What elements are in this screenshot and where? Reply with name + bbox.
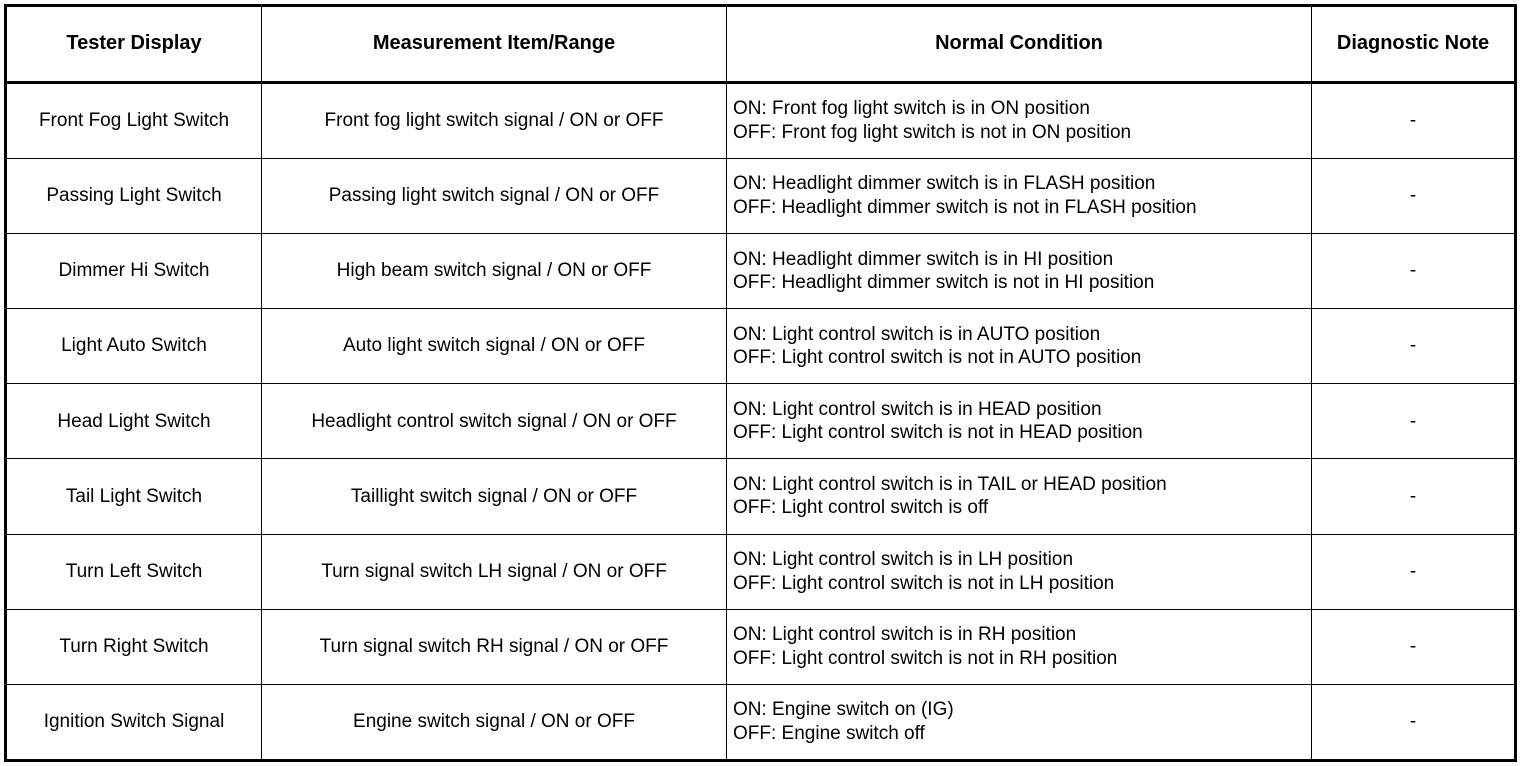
- cell-diagnostic-note: -: [1311, 533, 1516, 610]
- normal-condition-on-line: ON: Light control switch is in RH positi…: [733, 623, 1077, 645]
- table-header-row: Tester Display Measurement Item/Range No…: [5, 5, 1516, 84]
- table-row: Head Light Switch Headlight control swit…: [5, 383, 1516, 460]
- cell-normal-condition: ON: Light control switch is in LH positi…: [726, 533, 1312, 610]
- table-row: Turn Right Switch Turn signal switch RH …: [5, 608, 1516, 685]
- normal-condition-off-line: OFF: Light control switch is off: [733, 497, 989, 519]
- cell-diagnostic-note: -: [1311, 308, 1516, 385]
- normal-condition-off-line: OFF: Headlight dimmer switch is not in H…: [733, 272, 1155, 294]
- cell-measurement-item-range: Front fog light switch signal / ON or OF…: [261, 81, 727, 160]
- cell-normal-condition: ON: Engine switch on (IG) OFF: Engine sw…: [726, 683, 1312, 762]
- normal-condition-on-line: ON: Headlight dimmer switch is in FLASH …: [733, 173, 1156, 195]
- cell-normal-condition: ON: Light control switch is in TAIL or H…: [726, 458, 1312, 535]
- normal-condition-off-line: OFF: Light control switch is not in RH p…: [733, 647, 1118, 669]
- table-row: Dimmer Hi Switch High beam switch signal…: [5, 233, 1516, 310]
- cell-tester-display: Front Fog Light Switch: [5, 81, 262, 160]
- cell-measurement-item-range: Turn signal switch LH signal / ON or OFF: [261, 533, 727, 610]
- normal-condition-off-line: OFF: Engine switch off: [733, 722, 925, 744]
- normal-condition-on-line: ON: Light control switch is in HEAD posi…: [733, 398, 1102, 420]
- cell-tester-display: Passing Light Switch: [5, 158, 262, 235]
- cell-diagnostic-note: -: [1311, 608, 1516, 685]
- normal-condition-off-line: OFF: Front fog light switch is not in ON…: [733, 122, 1132, 144]
- cell-tester-display: Dimmer Hi Switch: [5, 233, 262, 310]
- column-header-measurement-item-range: Measurement Item/Range: [261, 5, 727, 84]
- table-row: Tail Light Switch Taillight switch signa…: [5, 458, 1516, 535]
- cell-measurement-item-range: Engine switch signal / ON or OFF: [261, 683, 727, 762]
- cell-normal-condition: ON: Light control switch is in RH positi…: [726, 608, 1312, 685]
- tester-data-list-table: Tester Display Measurement Item/Range No…: [4, 4, 1517, 762]
- cell-diagnostic-note: -: [1311, 458, 1516, 535]
- cell-measurement-item-range: Auto light switch signal / ON or OFF: [261, 308, 727, 385]
- column-header-tester-display: Tester Display: [5, 5, 262, 84]
- table-row: Turn Left Switch Turn signal switch LH s…: [5, 533, 1516, 610]
- normal-condition-on-line: ON: Headlight dimmer switch is in HI pos…: [733, 248, 1114, 270]
- cell-normal-condition: ON: Light control switch is in AUTO posi…: [726, 308, 1312, 385]
- cell-measurement-item-range: High beam switch signal / ON or OFF: [261, 233, 727, 310]
- cell-normal-condition: ON: Light control switch is in HEAD posi…: [726, 383, 1312, 460]
- cell-diagnostic-note: -: [1311, 683, 1516, 762]
- cell-diagnostic-note: -: [1311, 81, 1516, 160]
- cell-diagnostic-note: -: [1311, 383, 1516, 460]
- table-body: Front Fog Light Switch Front fog light s…: [5, 81, 1516, 762]
- table-row: Light Auto Switch Auto light switch sign…: [5, 308, 1516, 385]
- cell-tester-display: Turn Right Switch: [5, 608, 262, 685]
- column-header-normal-condition: Normal Condition: [726, 5, 1312, 84]
- normal-condition-on-line: ON: Light control switch is in LH positi…: [733, 548, 1074, 570]
- normal-condition-off-line: OFF: Light control switch is not in HEAD…: [733, 422, 1143, 444]
- normal-condition-off-line: OFF: Headlight dimmer switch is not in F…: [733, 197, 1197, 219]
- cell-normal-condition: ON: Headlight dimmer switch is in FLASH …: [726, 158, 1312, 235]
- column-header-diagnostic-note: Diagnostic Note: [1311, 5, 1516, 84]
- normal-condition-on-line: ON: Front fog light switch is in ON posi…: [733, 98, 1090, 120]
- cell-measurement-item-range: Passing light switch signal / ON or OFF: [261, 158, 727, 235]
- cell-tester-display: Tail Light Switch: [5, 458, 262, 535]
- normal-condition-on-line: ON: Light control switch is in TAIL or H…: [733, 473, 1167, 495]
- cell-measurement-item-range: Taillight switch signal / ON or OFF: [261, 458, 727, 535]
- table-header: Tester Display Measurement Item/Range No…: [5, 5, 1516, 84]
- normal-condition-off-line: OFF: Light control switch is not in AUTO…: [733, 347, 1142, 369]
- cell-tester-display: Ignition Switch Signal: [5, 683, 262, 762]
- table-row: Ignition Switch Signal Engine switch sig…: [5, 683, 1516, 762]
- cell-tester-display: Light Auto Switch: [5, 308, 262, 385]
- cell-tester-display: Turn Left Switch: [5, 533, 262, 610]
- cell-tester-display: Head Light Switch: [5, 383, 262, 460]
- cell-measurement-item-range: Headlight control switch signal / ON or …: [261, 383, 727, 460]
- cell-normal-condition: ON: Headlight dimmer switch is in HI pos…: [726, 233, 1312, 310]
- normal-condition-on-line: ON: Light control switch is in AUTO posi…: [733, 323, 1101, 345]
- table-row: Front Fog Light Switch Front fog light s…: [5, 81, 1516, 160]
- cell-diagnostic-note: -: [1311, 233, 1516, 310]
- normal-condition-off-line: OFF: Light control switch is not in LH p…: [733, 572, 1115, 594]
- normal-condition-on-line: ON: Engine switch on (IG): [733, 698, 954, 720]
- cell-diagnostic-note: -: [1311, 158, 1516, 235]
- cell-normal-condition: ON: Front fog light switch is in ON posi…: [726, 81, 1312, 160]
- cell-measurement-item-range: Turn signal switch RH signal / ON or OFF: [261, 608, 727, 685]
- table-row: Passing Light Switch Passing light switc…: [5, 158, 1516, 235]
